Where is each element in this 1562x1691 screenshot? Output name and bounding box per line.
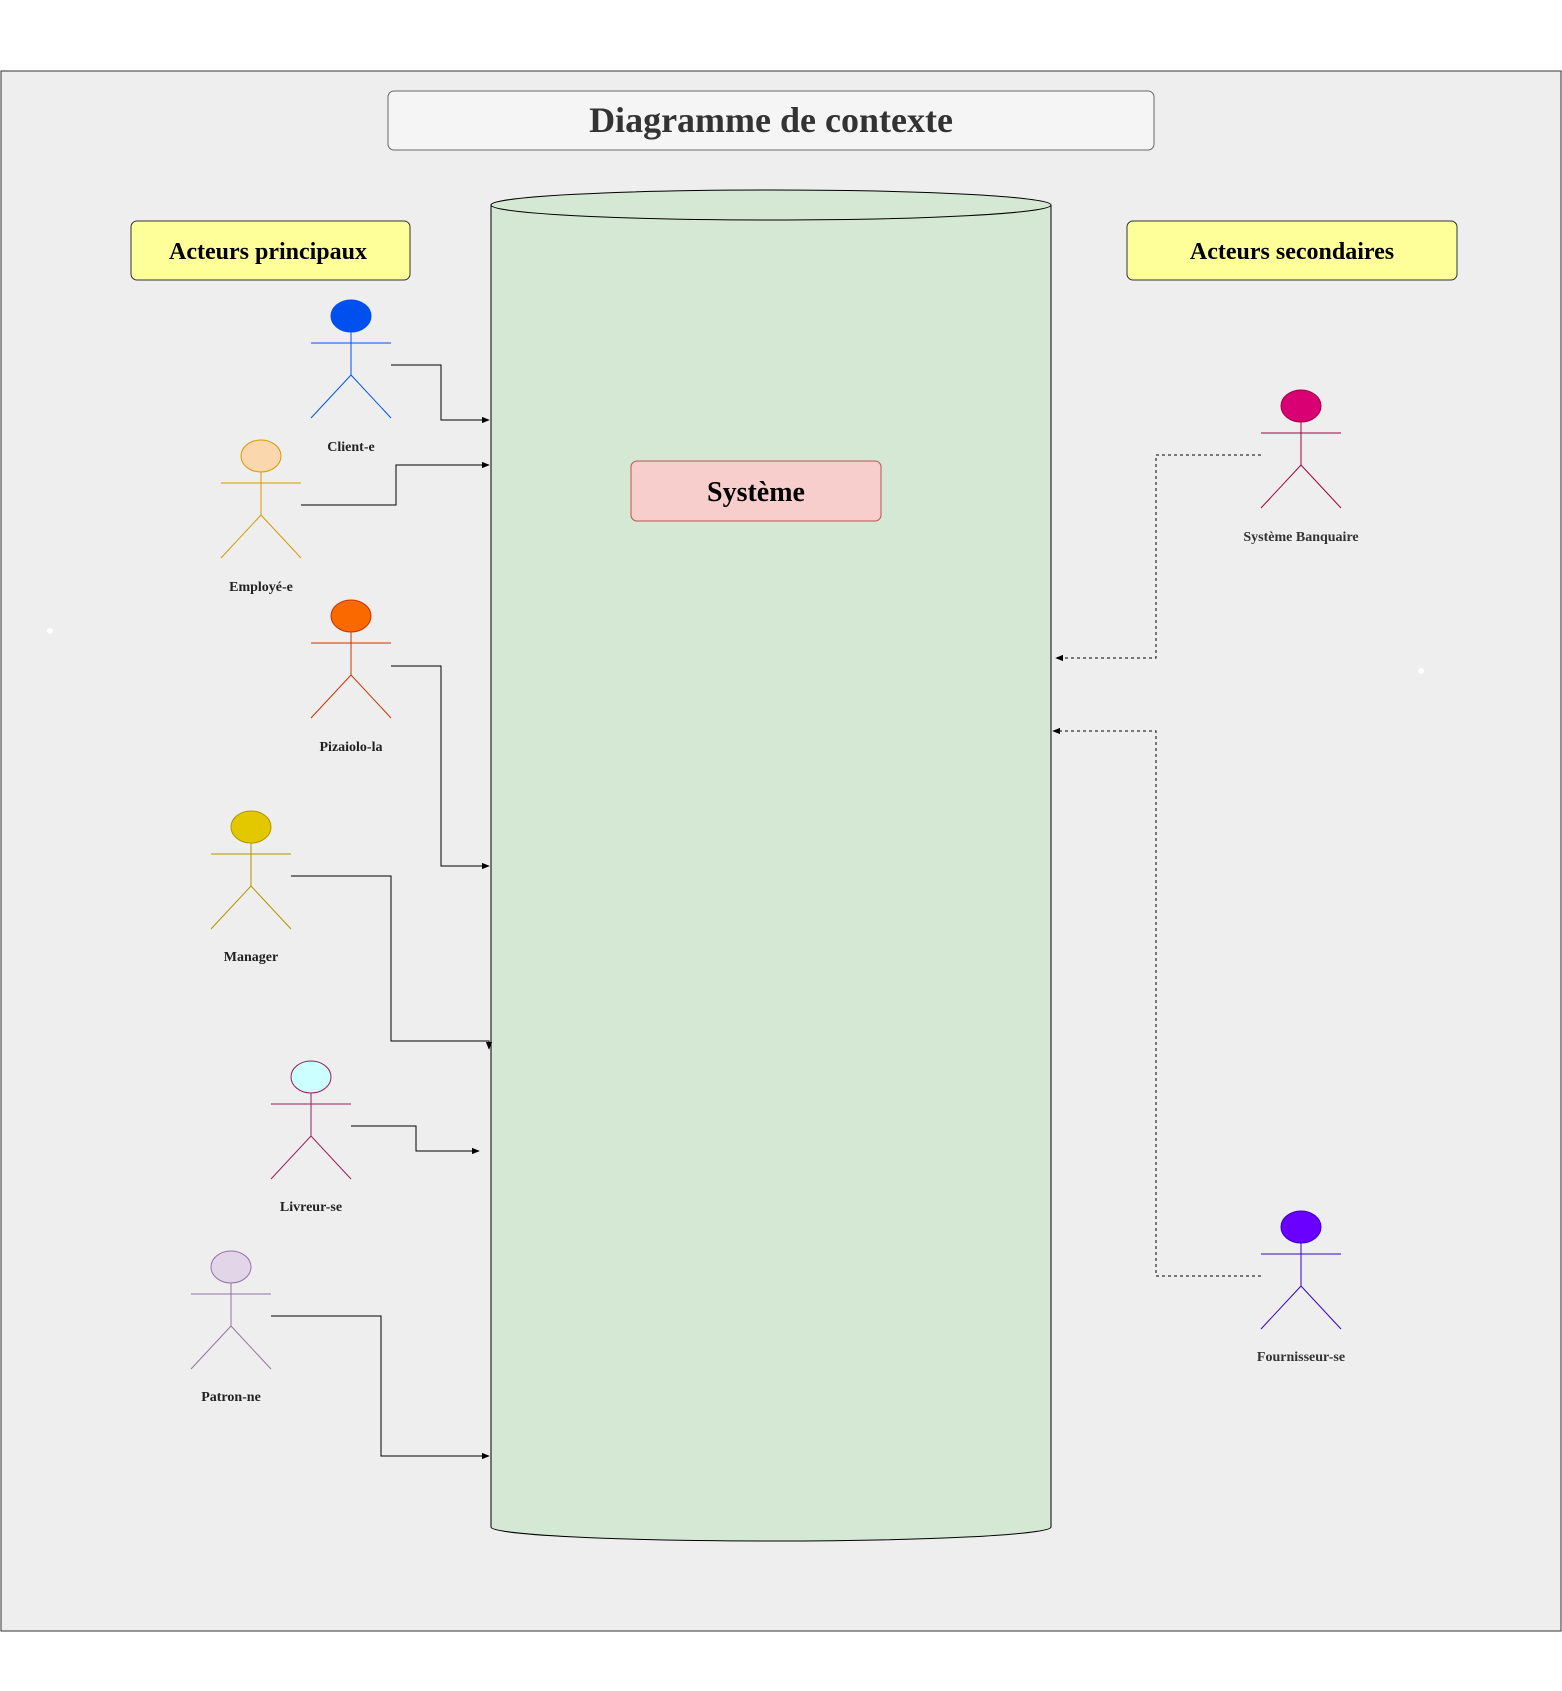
actor-legs [190,1325,272,1370]
actor-pizaiolo[interactable]: Pizaiolo-la [310,599,392,755]
actor-patron[interactable]: Patron-ne [190,1250,272,1405]
actor-label-manager: Manager [224,950,278,965]
system-cylinder[interactable] [490,189,1052,1542]
connector-employe [301,461,490,506]
actor-label-employe: Employé-e [229,580,293,595]
stray-dot [47,628,53,634]
heading-secondary-actors[interactable]: Acteurs secondaires [1126,220,1458,281]
connector-pizaiolo [391,665,490,870]
heading-primary-label: Acteurs principaux [169,239,367,265]
actor-employe[interactable]: Employé-e [220,439,302,595]
connector-livreur [351,1125,480,1155]
title-box[interactable]: Diagramme de contexte [387,90,1155,151]
actor-client[interactable]: Client-e [310,299,392,455]
heading-secondary-label: Acteurs secondaires [1190,239,1394,265]
actor-label-banque: Système Banquaire [1243,530,1358,545]
connector-manager [291,875,493,1050]
system-label-box[interactable]: Système [630,460,882,522]
actor-legs [1260,464,1342,509]
diagram-title: Diagramme de contexte [589,100,953,140]
actor-legs [210,885,292,930]
actor-banque[interactable]: Système Banquaire [1243,389,1359,545]
actor-fournisseur[interactable]: Fournisseur-se [1257,1210,1345,1365]
actor-livreur[interactable]: Livreur-se [270,1060,352,1215]
actor-label-pizaiolo: Pizaiolo-la [320,740,383,755]
actor-head [1280,389,1322,423]
actor-legs [310,374,392,419]
actor-legs [1260,1285,1342,1330]
actor-head [290,1060,332,1094]
actor-head [230,810,272,844]
actor-head [330,599,372,633]
actors: Client-eEmployé-ePizaiolo-laManagerLivre… [190,299,1359,1405]
actor-legs [220,514,302,559]
connector-client [391,364,490,424]
actor-label-livreur: Livreur-se [280,1200,342,1215]
actor-legs [310,674,392,719]
stray-dot [1418,668,1424,674]
actor-legs [270,1135,352,1180]
actor-manager[interactable]: Manager [210,810,292,965]
system-label: Système [707,477,805,508]
actor-label-patron: Patron-ne [201,1390,261,1405]
connector-patron [271,1315,490,1460]
actor-head [330,299,372,333]
actor-head [1280,1210,1322,1244]
connectors-primary [271,364,493,1460]
heading-primary-actors[interactable]: Acteurs principaux [130,220,411,281]
actor-head [240,439,282,473]
actor-label-fournisseur: Fournisseur-se [1257,1350,1345,1365]
actor-head [210,1250,252,1284]
connector-banque [1055,454,1261,662]
actor-label-client: Client-e [327,440,374,455]
connectors-secondary [1052,454,1261,1277]
